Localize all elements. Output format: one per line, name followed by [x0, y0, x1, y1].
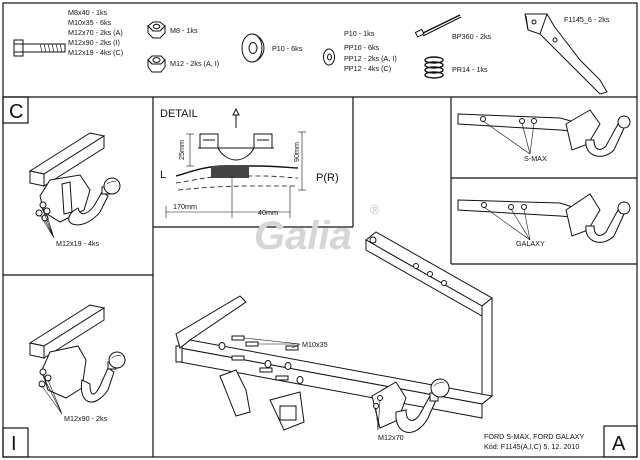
- washer-large-icon: [241, 33, 265, 63]
- panel-i: I M12x90 - 2ks: [2, 304, 126, 458]
- nut-m12-label: M12 - 2ks (A, I): [170, 59, 219, 68]
- bolt-spec-5: M12x19 - 4ks (C): [68, 48, 123, 57]
- main-crossbar: [175, 339, 494, 419]
- washer-small-icon: [323, 48, 335, 66]
- parts-list: M8x40 - 1ks M10x35 - 6ks M12x70 - 2ks (A…: [13, 8, 610, 95]
- detail-label-right: P(R): [316, 172, 339, 184]
- vehicle-label-smax: S-MAX: [524, 154, 547, 163]
- nut-m8-icon: [147, 21, 166, 39]
- right-arm: [365, 231, 493, 317]
- callout-m10x35: M10x35: [302, 340, 328, 349]
- vehicle-view-galaxy: GALAXY: [457, 193, 631, 248]
- nut-m8-label: M8 - 1ks: [170, 26, 198, 35]
- washer-spec-2: PP10 - 6ks: [344, 43, 380, 52]
- panel-c-letter: C: [9, 101, 23, 123]
- vehicle-view-smax: S-MAX: [457, 109, 631, 163]
- washer-spec-4: PP12 - 4ks (C): [344, 64, 391, 73]
- panel-i-callout: M12x90 - 2ks: [64, 414, 108, 423]
- title-block: FORD S-MAX, FORD GALAXY Kód: F1145(A,I,C…: [484, 425, 638, 458]
- panel-c-towball: [68, 177, 121, 226]
- bracket-icon: [524, 13, 608, 95]
- bolt-spec-4: M12x90 - 2ks (I): [68, 38, 120, 47]
- left-arm: [175, 295, 247, 349]
- logo-registered-mark: ®: [370, 202, 380, 217]
- cable-tie-icon: [414, 14, 462, 38]
- nut-m12-icon: [147, 55, 166, 73]
- galia-logo: Galia ®: [254, 202, 380, 258]
- panel-c-callout: M12x19 - 4ks: [56, 239, 100, 248]
- dim-90mm: 90mm: [292, 142, 301, 162]
- detail-view: DETAIL 25mm 90mm 170mm 40mm L P(R): [160, 107, 339, 218]
- panel-c: C M12x19 - 4ks: [2, 96, 121, 248]
- bottom-member: [269, 391, 305, 431]
- panel-c-crossbar: [28, 132, 106, 187]
- panel-a-letter: A: [612, 433, 626, 455]
- dim-25mm: 25mm: [177, 140, 186, 160]
- panel-i-bolts: [38, 368, 52, 388]
- cable-tie-label: BP360 - 2ks: [452, 32, 492, 41]
- cutout-area: [211, 166, 249, 178]
- callout-m12x70: M12x70: [378, 433, 404, 442]
- dim-40mm: 40mm: [258, 208, 278, 217]
- bolt-spec-3: M12x70 - 2ks (A): [68, 28, 123, 37]
- spring-icon: [424, 56, 444, 79]
- bolt-spec-1: M8x40 - 1ks: [68, 8, 108, 17]
- detail-title: DETAIL: [160, 108, 198, 120]
- panel-i-letter: I: [11, 433, 17, 455]
- left-bracket: [219, 369, 251, 417]
- panel-i-crossbar: [28, 304, 106, 359]
- title-line-code: Kód: F1145(A,I,C) 5. 12. 2010: [484, 442, 579, 451]
- main-towball: [371, 378, 450, 433]
- assembly-view: M10x35 M12x70: [175, 231, 494, 442]
- bracket-label: F1145_6 - 2ks: [564, 15, 610, 24]
- spring-label: PR14 - 1ks: [452, 65, 488, 74]
- vehicle-label-galaxy: GALAXY: [516, 239, 545, 248]
- bolt-spec-2: M10x35 - 6ks: [68, 18, 112, 27]
- panel-i-towball: [80, 351, 126, 403]
- logo-text: Galia: [254, 214, 352, 258]
- washer-spec-1: P10 - 1ks: [344, 29, 375, 38]
- washer-spec-3: PP12 - 2ks (A, I): [344, 54, 397, 63]
- assembly-bolts: [218, 335, 304, 384]
- detail-label-left: L: [160, 169, 166, 181]
- dim-170mm: 170mm: [173, 202, 197, 211]
- bolt-icon: [13, 39, 66, 57]
- washer-large-label: P10 - 6ks: [272, 44, 303, 53]
- title-line-vehicle: FORD S-MAX, FORD GALAXY: [484, 432, 584, 441]
